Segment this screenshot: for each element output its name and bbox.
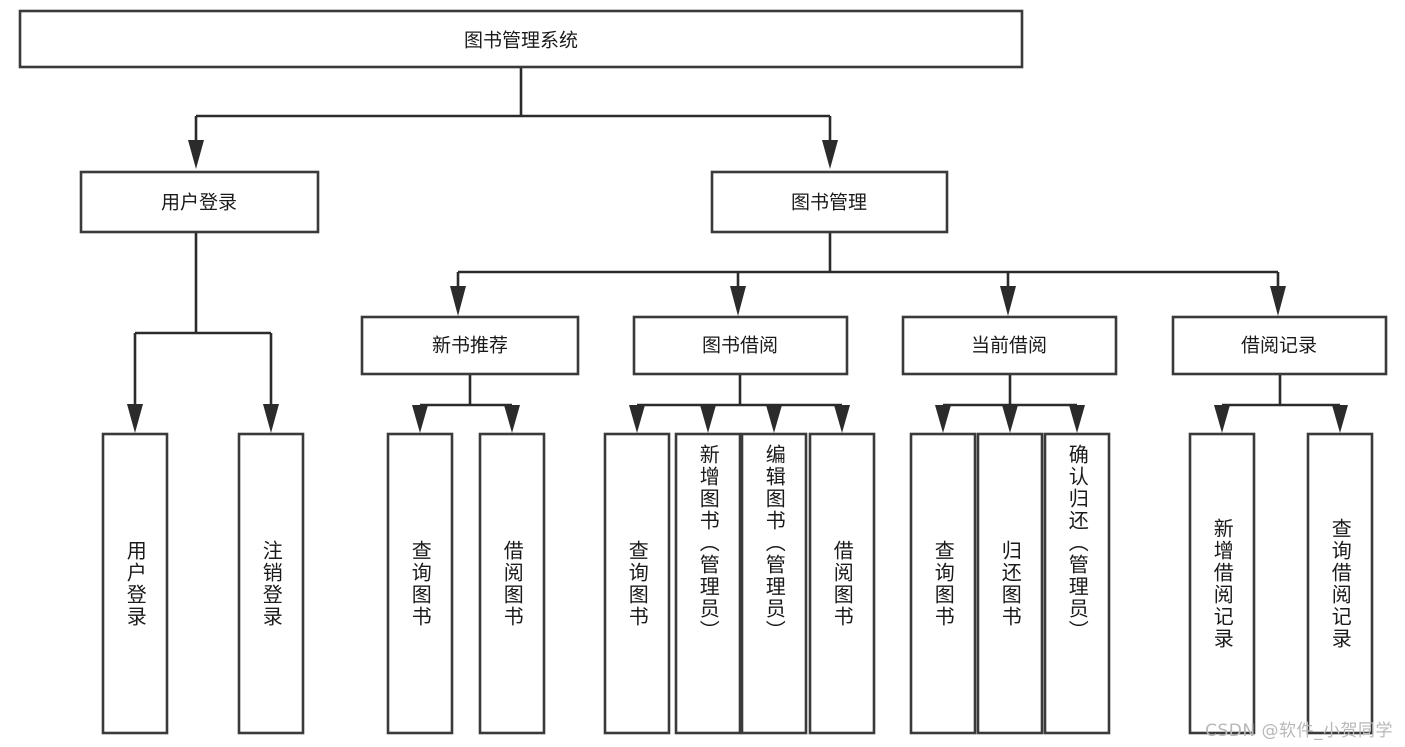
arrow-head-book-borrow (730, 286, 746, 316)
node-new-book-rec-box[interactable] (360, 315, 580, 376)
connector-group-user-login (127, 232, 279, 433)
arrow-head-new-book-rec (450, 286, 466, 316)
node-user-login-box[interactable] (79, 170, 320, 234)
arrow-head-borrow-book-2 (834, 405, 850, 433)
leaf-box-edit-book[interactable] (740, 432, 808, 735)
node-current-borrow[interactable]: 当前借阅 (901, 315, 1118, 376)
arrow-head-user-login (188, 140, 204, 169)
node-book-borrow-box[interactable] (632, 315, 849, 376)
leaf-box-query-book-1[interactable] (386, 432, 454, 735)
connector-group-borrow-record (1214, 374, 1348, 433)
node-book-borrow[interactable]: 图书借阅 (632, 315, 849, 376)
leaf-box-user-login[interactable] (101, 432, 169, 735)
arrow-head-leaf-user-login (127, 404, 143, 433)
arrow-head-add-record (1214, 405, 1230, 433)
arrow-head-edit-book (766, 405, 782, 433)
leaf-box-return-book[interactable] (976, 432, 1044, 735)
arrow-head-add-book (700, 405, 716, 433)
arrow-head-borrow-record (1270, 286, 1286, 316)
arrow-head-book-manage (822, 140, 838, 169)
node-borrow-record[interactable]: 借阅记录 (1171, 315, 1388, 376)
node-root-label: 图书管理系统 (464, 30, 578, 52)
node-user-login[interactable]: 用户登录 (79, 170, 320, 234)
connector-group-book-manage (450, 232, 1286, 316)
node-borrow-record-label: 借阅记录 (1241, 335, 1317, 357)
connector-group-new-book-rec (412, 374, 520, 433)
node-root[interactable]: 图书管理系统 (18, 9, 1024, 69)
arrow-head-query-book-3 (935, 405, 951, 433)
leaf-box-add-record[interactable] (1188, 432, 1256, 735)
leaf-box-query-book-2[interactable] (603, 432, 671, 735)
node-book-manage-box[interactable] (710, 170, 949, 234)
connector-group-book-borrow (629, 374, 850, 433)
leaf-box-borrow-book-2[interactable] (808, 432, 876, 735)
arrow-head-borrow-book-1 (504, 405, 520, 433)
leaf-box-query-book-3[interactable] (909, 432, 977, 735)
node-book-manage[interactable]: 图书管理 (710, 170, 949, 234)
connector-group-current-borrow (935, 374, 1085, 433)
arrow-head-leaf-logout (263, 404, 279, 433)
node-book-manage-label: 图书管理 (791, 192, 867, 214)
node-borrow-record-box[interactable] (1171, 315, 1388, 376)
node-new-book-rec[interactable]: 新书推荐 (360, 315, 580, 376)
arrow-head-confirm-return (1069, 405, 1085, 433)
leaf-box-borrow-book-1[interactable] (478, 432, 546, 735)
arrow-head-query-book-1 (412, 405, 428, 433)
leaf-box-logout[interactable] (237, 432, 305, 735)
node-root-box[interactable] (18, 9, 1024, 69)
connector-group-root (188, 67, 838, 169)
leaf-box-query-record[interactable] (1306, 432, 1374, 735)
node-current-borrow-label: 当前借阅 (971, 335, 1047, 357)
csdn-watermark: CSDN @软件_小贺同学 (1205, 721, 1393, 741)
leaf-box-add-book[interactable] (674, 432, 742, 735)
leaf-box-group (101, 432, 1374, 735)
arrow-head-query-record (1332, 405, 1348, 433)
arrow-head-query-book-2 (629, 405, 645, 433)
arrow-head-return-book (1002, 405, 1018, 433)
node-user-login-label: 用户登录 (161, 192, 237, 214)
node-book-borrow-label: 图书借阅 (702, 335, 778, 357)
leaf-box-confirm-return[interactable] (1043, 432, 1111, 735)
node-new-book-rec-label: 新书推荐 (432, 335, 508, 357)
arrow-head-current-borrow (1000, 286, 1016, 316)
node-current-borrow-box[interactable] (901, 315, 1118, 376)
